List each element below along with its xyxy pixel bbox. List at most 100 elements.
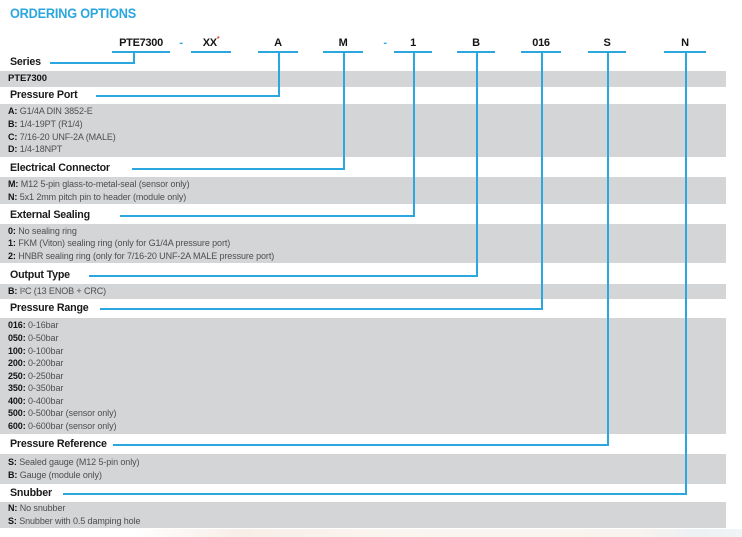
option-key: 600	[8, 421, 26, 431]
option-key: S	[8, 457, 17, 467]
section-header-series: Series	[10, 56, 41, 68]
option-row: 600 0-600bar (sensor only)	[8, 420, 726, 433]
option-key: 2	[8, 251, 16, 261]
connector-vertical-line	[413, 53, 415, 217]
option-key: B	[8, 470, 17, 480]
option-description: 0-350bar	[25, 383, 64, 394]
option-key: 250	[8, 371, 26, 381]
code-underline	[191, 51, 231, 53]
option-row: 100 0-100bar	[8, 345, 726, 358]
option-description: 0-400bar	[25, 395, 64, 406]
option-key: 016	[8, 320, 26, 330]
option-description: 1/4-19PT (R1/4)	[17, 118, 83, 129]
option-key: 200	[8, 358, 26, 368]
connector-horizontal-line	[89, 275, 478, 277]
option-description: I²C (13 ENOB + CRC)	[17, 286, 107, 297]
connector-vertical-line	[607, 53, 609, 446]
option-key: B	[8, 119, 17, 129]
connector-vertical-line	[685, 53, 687, 495]
option-key: 1	[8, 238, 16, 248]
option-description: Sealed gauge (M12 5-pin only)	[16, 457, 140, 468]
connector-horizontal-line	[120, 215, 415, 217]
option-description: 0-50bar	[25, 332, 59, 343]
option-band-electrical-connector: M M12 5-pin glass-to-metal-seal (sensor …	[0, 177, 726, 204]
option-row: B Gauge (module only)	[8, 469, 726, 482]
page-title: ORDERING OPTIONS	[10, 6, 137, 21]
code-segment-m: M	[339, 37, 348, 49]
option-key: S	[8, 516, 17, 526]
option-band-pressure-reference: S Sealed gauge (M12 5-pin only)B Gauge (…	[0, 454, 726, 484]
option-row: A G1/4A DIN 3852-E	[8, 105, 726, 118]
option-description: 0-200bar	[25, 358, 64, 369]
connector-horizontal-line	[132, 168, 345, 170]
option-description: 0-16bar	[25, 320, 59, 331]
code-segment-text: A	[274, 37, 282, 49]
option-description: 7/16-20 UNF-2A (MALE)	[17, 131, 116, 142]
option-description: No sealing ring	[15, 225, 77, 236]
option-key: 050	[8, 333, 26, 343]
option-key: PTE7300	[8, 72, 47, 84]
option-description: 0-100bar	[25, 345, 64, 356]
code-underline	[323, 51, 363, 53]
option-description: No snubber	[17, 503, 66, 514]
code-underline	[457, 51, 495, 53]
option-row: PTE7300	[8, 73, 726, 86]
section-header-external-sealing: External Sealing	[10, 209, 90, 221]
option-key: 400	[8, 396, 26, 406]
connector-horizontal-line	[96, 95, 280, 97]
option-description: G1/4A DIN 3852-E	[17, 106, 93, 117]
section-header-pressure-reference: Pressure Reference	[10, 438, 107, 450]
code-underline	[588, 51, 626, 53]
connector-horizontal-line	[50, 62, 135, 64]
option-key: N	[8, 503, 17, 513]
code-underline	[112, 51, 170, 53]
connector-horizontal-line	[63, 493, 687, 495]
option-description: 1/4-18NPT	[17, 144, 63, 155]
option-row: 016 0-16bar	[8, 319, 726, 332]
code-segment-text: B	[472, 37, 480, 49]
option-row: 500 0-500bar (sensor only)	[8, 407, 726, 420]
option-row: 350 0-350bar	[8, 382, 726, 395]
code-segment-text: PTE7300	[119, 37, 163, 49]
option-key: 100	[8, 346, 26, 356]
code-segment-n: N	[681, 37, 689, 49]
code-dash: -	[383, 37, 387, 49]
connector-vertical-line	[278, 53, 280, 97]
code-underline	[394, 51, 432, 53]
connector-horizontal-line	[113, 444, 609, 446]
option-key: 0	[8, 226, 16, 236]
code-segment-text: N	[681, 37, 689, 49]
option-description: 0-250bar	[25, 370, 64, 381]
option-key: B	[8, 286, 17, 296]
code-segment-text: 1	[410, 37, 416, 49]
option-band-pressure-port: A G1/4A DIN 3852-EB 1/4-19PT (R1/4)C 7/1…	[0, 104, 726, 157]
option-row: B 1/4-19PT (R1/4)	[8, 118, 726, 131]
connector-vertical-line	[133, 53, 135, 64]
page-bottom-strip	[0, 529, 742, 537]
option-description: Snubber with 0.5 damping hole	[16, 516, 141, 526]
option-description: M12 5-pin glass-to-metal-seal (sensor on…	[18, 178, 190, 189]
code-segment-text: M	[338, 37, 348, 49]
option-row: N 5x1 2mm pitch pin to header (module on…	[8, 191, 726, 204]
code-segment-text: -	[179, 37, 183, 49]
code-segment-text: XX	[202, 37, 217, 49]
option-key: M	[8, 179, 18, 189]
code-dash: -	[179, 37, 183, 49]
option-row: 0 No sealing ring	[8, 225, 726, 238]
code-segment-xx: XX*	[202, 36, 220, 49]
code-underline	[258, 51, 298, 53]
code-segment-text: 016	[532, 37, 550, 49]
connector-vertical-line	[476, 53, 478, 277]
option-row: N No snubber	[8, 502, 726, 515]
option-description: 0-500bar (sensor only)	[25, 408, 117, 419]
option-description: Gauge (module only)	[17, 470, 102, 480]
option-key: D	[8, 144, 17, 154]
code-underline	[521, 51, 561, 53]
option-band-output-type: B I²C (13 ENOB + CRC)	[0, 284, 726, 299]
code-segment-text: -	[383, 37, 387, 49]
option-row: S Sealed gauge (M12 5-pin only)	[8, 456, 726, 469]
option-key: A	[8, 106, 17, 116]
